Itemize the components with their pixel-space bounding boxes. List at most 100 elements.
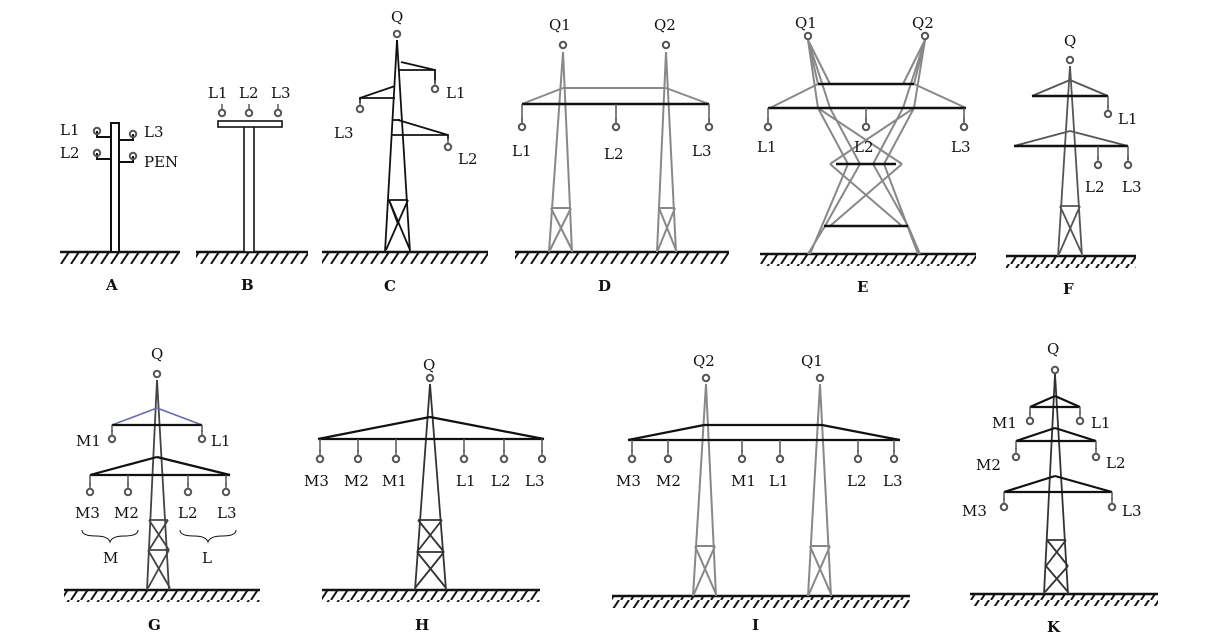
caption-g: G bbox=[148, 616, 161, 634]
label-g-l3: L3 bbox=[217, 504, 237, 522]
lattice-f bbox=[1013, 65, 1129, 257]
label-k-l2: L2 bbox=[1106, 454, 1126, 472]
label-k-q: Q bbox=[1047, 340, 1059, 358]
label-f-q: Q bbox=[1064, 32, 1076, 50]
lattice-k bbox=[1043, 373, 1069, 595]
label-i-l3: L3 bbox=[883, 472, 903, 490]
tower-i: Q2 Q1 M3 M2 M1 L1 L2 L3 I bbox=[612, 352, 910, 634]
tower-h: Q M3 M2 M1 L1 L2 L3 H bbox=[304, 356, 547, 634]
label-g-l1: L1 bbox=[211, 432, 231, 450]
label-e-q1: Q1 bbox=[795, 14, 817, 32]
caption-d: D bbox=[598, 277, 611, 295]
label-k-l3: L3 bbox=[1122, 502, 1142, 520]
ground-g bbox=[64, 588, 260, 602]
label-a-l1: L1 bbox=[60, 121, 80, 139]
label-k-m2: M2 bbox=[976, 456, 1001, 474]
ground-c bbox=[322, 250, 488, 264]
tower-f: Q L1 L2 L3 F bbox=[1006, 32, 1142, 298]
caption-b: B bbox=[241, 276, 254, 294]
crossarms-i bbox=[627, 423, 901, 442]
lattice-h bbox=[414, 383, 447, 591]
lattice-g bbox=[146, 379, 171, 591]
label-h-l3: L3 bbox=[525, 472, 545, 490]
label-g-l2: L2 bbox=[178, 504, 198, 522]
label-h-q: Q bbox=[423, 356, 435, 374]
lattice-d bbox=[521, 51, 710, 253]
label-h-l2: L2 bbox=[491, 472, 511, 490]
label-d-q1: Q1 bbox=[549, 16, 571, 34]
label-f-l2: L2 bbox=[1085, 178, 1105, 196]
tower-d: Q1 Q2 L1 L2 L3 D bbox=[512, 16, 729, 295]
pole-a bbox=[96, 122, 134, 253]
crossarms-g bbox=[89, 423, 231, 477]
label-h-m2: M2 bbox=[344, 472, 369, 490]
tower-b: L1 L2 L3 B bbox=[196, 84, 308, 294]
label-g-q: Q bbox=[151, 345, 163, 363]
tower-c: Q L1 L3 L2 C bbox=[322, 8, 488, 295]
upper-arm-g bbox=[111, 407, 203, 426]
label-g-m1: M1 bbox=[76, 432, 101, 450]
label-i-m2: M2 bbox=[656, 472, 681, 490]
lattice-i bbox=[692, 383, 832, 597]
label-k-m3: M3 bbox=[962, 502, 987, 520]
label-e-l1: L1 bbox=[757, 138, 777, 156]
label-d-q2: Q2 bbox=[654, 16, 676, 34]
label-g-l: L bbox=[202, 549, 212, 567]
caption-e: E bbox=[857, 278, 868, 296]
label-k-m1: M1 bbox=[992, 414, 1017, 432]
ground-i bbox=[612, 594, 910, 608]
crossarms-h bbox=[317, 415, 545, 441]
label-e-l3: L3 bbox=[951, 138, 971, 156]
label-g-m2: M2 bbox=[114, 504, 139, 522]
label-i-m3: M3 bbox=[616, 472, 641, 490]
tower-g: Q M1 L1 M3 M2 L2 L3 M L G bbox=[64, 345, 260, 634]
label-k-l1: L1 bbox=[1091, 414, 1111, 432]
brace-l bbox=[179, 529, 237, 544]
caption-k: K bbox=[1047, 618, 1061, 636]
ground-d bbox=[515, 250, 729, 264]
caption-h: H bbox=[415, 616, 429, 634]
caption-i: I bbox=[752, 616, 759, 634]
label-d-l3: L3 bbox=[692, 142, 712, 160]
label-c-l1: L1 bbox=[446, 84, 466, 102]
ground-k bbox=[970, 592, 1158, 606]
label-i-l2: L2 bbox=[847, 472, 867, 490]
crossarms-e bbox=[768, 82, 966, 228]
crossarms-f bbox=[1014, 94, 1128, 148]
label-d-l2: L2 bbox=[604, 145, 624, 163]
brace-m bbox=[81, 529, 139, 544]
label-i-q2: Q2 bbox=[693, 352, 715, 370]
ground-e bbox=[760, 252, 976, 266]
crossarms-k bbox=[1003, 394, 1113, 494]
label-h-m3: M3 bbox=[304, 472, 329, 490]
label-i-m1: M1 bbox=[731, 472, 756, 490]
tower-a: L1 L2 L3 PEN A bbox=[60, 121, 180, 294]
tower-k: Q M1 L1 M2 L2 M3 L3 K bbox=[962, 340, 1158, 636]
label-h-m1: M1 bbox=[382, 472, 407, 490]
caption-a: A bbox=[105, 276, 118, 294]
label-i-l1: L1 bbox=[769, 472, 789, 490]
label-c-l2: L2 bbox=[458, 150, 478, 168]
ground-a bbox=[60, 250, 180, 264]
label-h-l1: L1 bbox=[456, 472, 476, 490]
label-c-l3: L3 bbox=[334, 124, 354, 142]
label-a-l2: L2 bbox=[60, 144, 80, 162]
pole-b bbox=[217, 120, 283, 253]
label-g-m: M bbox=[103, 549, 118, 567]
lattice-c bbox=[359, 39, 449, 253]
ground-b bbox=[196, 250, 308, 264]
label-b-l1: L1 bbox=[208, 84, 228, 102]
ground-f bbox=[1006, 254, 1136, 268]
label-d-l1: L1 bbox=[512, 142, 532, 160]
caption-f: F bbox=[1063, 280, 1074, 298]
label-e-q2: Q2 bbox=[912, 14, 934, 32]
label-e-l2: L2 bbox=[854, 138, 874, 156]
label-g-m3: M3 bbox=[75, 504, 100, 522]
label-a-l3: L3 bbox=[144, 123, 164, 141]
label-a-pen: PEN bbox=[144, 153, 178, 171]
caption-c: C bbox=[384, 277, 396, 295]
label-b-l2: L2 bbox=[239, 84, 259, 102]
label-c-q: Q bbox=[391, 8, 403, 26]
ground-h bbox=[322, 588, 540, 602]
